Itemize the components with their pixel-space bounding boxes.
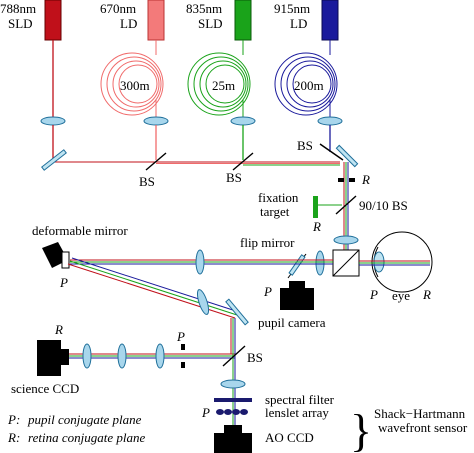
- ao-ccd-top: [224, 425, 242, 433]
- fiber-length-670: 300m: [120, 78, 150, 93]
- science-ccd-front: [61, 349, 69, 365]
- relay-lens-horizontal: [315, 250, 325, 276]
- source-type-835: SLD: [198, 16, 223, 31]
- retina-symbol-science: R: [54, 322, 63, 337]
- beam-diag-red: [67, 263, 236, 319]
- eye-label: eye: [392, 288, 410, 303]
- beam-diag-green: [69, 260, 238, 316]
- pupil-camera-label: pupil camera: [258, 315, 326, 330]
- eye: [371, 231, 433, 293]
- retina-symbol-fixation: R: [312, 219, 321, 234]
- fiber-coil-670: [100, 40, 164, 118]
- pupil-symbol-dm: P: [59, 275, 68, 290]
- retina-symbol-1: R: [361, 172, 370, 187]
- fiber-coil-915: [274, 40, 338, 118]
- science-ccd-label: science CCD: [11, 381, 79, 396]
- fold-mirror-lower: [225, 298, 249, 326]
- pupil-symbol-eye: P: [369, 287, 378, 302]
- ao-ccd-body: [214, 433, 252, 453]
- fiber-coil-835: [187, 40, 251, 118]
- bs-cube-diagonal: [332, 249, 360, 277]
- beam-splitter-1: [145, 152, 167, 171]
- relay-lens-mid: [195, 249, 205, 275]
- source-type-915: LD: [290, 16, 307, 31]
- beam-splitter-2: [232, 152, 254, 171]
- relay-lens-wfs: [220, 379, 246, 389]
- legend-pupil-symbol: P:: [7, 412, 20, 427]
- relay-lens-vertical: [333, 235, 359, 245]
- bs-label-1: BS: [139, 174, 155, 189]
- spectral-filter-label: spectral filter: [265, 392, 335, 407]
- legend-retina-text: retina conjugate plane: [28, 430, 145, 445]
- deformable-mirror: [42, 242, 70, 269]
- bs-90-10-label: 90/10 BS: [359, 198, 408, 213]
- shack-hartmann-label-2: wavefront sensor: [378, 420, 468, 435]
- ao-ccd-label: AO CCD: [265, 430, 314, 445]
- source-wavelength-670: 670nm: [100, 1, 136, 16]
- fixation-target: [313, 196, 318, 218]
- pupil-stop-b: [181, 362, 185, 368]
- source-box-670: [147, 0, 165, 41]
- beam-splitter-3: [319, 143, 344, 161]
- bs-label-2: BS: [226, 170, 242, 185]
- shack-hartmann-brace: }: [350, 405, 372, 453]
- collimator-lens-915: [317, 116, 343, 126]
- collimator-lens-835: [230, 116, 256, 126]
- beam-splitter-90-10: [335, 195, 357, 215]
- bs-label-lower: BS: [247, 350, 263, 365]
- relay-lens-lower-2: [117, 343, 127, 369]
- spectral-filter: [214, 398, 252, 402]
- fold-mirror-788: [41, 149, 67, 171]
- source-box-915: [321, 0, 339, 41]
- retina-symbol-eye: R: [422, 287, 431, 302]
- pupil-symbol-stop: P: [176, 329, 185, 344]
- fixation-label-1: fixation: [258, 190, 299, 205]
- bs-label-3: BS: [297, 138, 313, 153]
- beam-splitter-lower: [222, 345, 246, 367]
- fiber-length-915: 200m: [294, 78, 324, 93]
- fiber-length-835: 25m: [212, 78, 235, 93]
- relay-lens-diagonal: [196, 289, 210, 315]
- lenslet-array-label: lenslet array: [265, 405, 329, 420]
- retina-stop-1: [338, 178, 344, 182]
- fixation-label-2: target: [260, 204, 290, 219]
- pupil-symbol-camera: P: [263, 284, 272, 299]
- flip-mirror-glass: [288, 254, 306, 276]
- beam-diag-blue: [71, 257, 240, 313]
- pupil-symbol-lenslet: P: [201, 405, 210, 420]
- relay-lens-lower-3: [155, 343, 165, 369]
- pupil-stop: [181, 344, 185, 350]
- collimator-lens-670: [143, 116, 169, 126]
- source-box-835: [234, 0, 252, 41]
- source-box-788: [44, 0, 62, 41]
- flip-mirror-label: flip mirror: [240, 235, 295, 250]
- legend-pupil-text: pupil conjugate plane: [27, 412, 142, 427]
- fold-mirror-top-right: [335, 144, 359, 168]
- source-wavelength-915: 915nm: [274, 1, 310, 16]
- science-ccd-body: [37, 340, 61, 376]
- relay-lens-lower-1: [82, 343, 92, 369]
- legend-retina-symbol: R:: [7, 430, 20, 445]
- collimator-lens-788: [40, 116, 66, 126]
- source-type-788: SLD: [8, 16, 33, 31]
- pupil-camera-body: [280, 288, 314, 310]
- shack-hartmann-label-1: Shack−Hartmann: [374, 406, 466, 421]
- source-wavelength-788: 788nm: [0, 1, 36, 16]
- deformable-mirror-label: deformable mirror: [32, 223, 128, 238]
- retina-stop-1b: [349, 178, 355, 182]
- pupil-camera-top: [289, 281, 305, 289]
- lenslet-array: [216, 409, 248, 415]
- source-type-670: LD: [120, 16, 137, 31]
- source-wavelength-835: 835nm: [186, 1, 222, 16]
